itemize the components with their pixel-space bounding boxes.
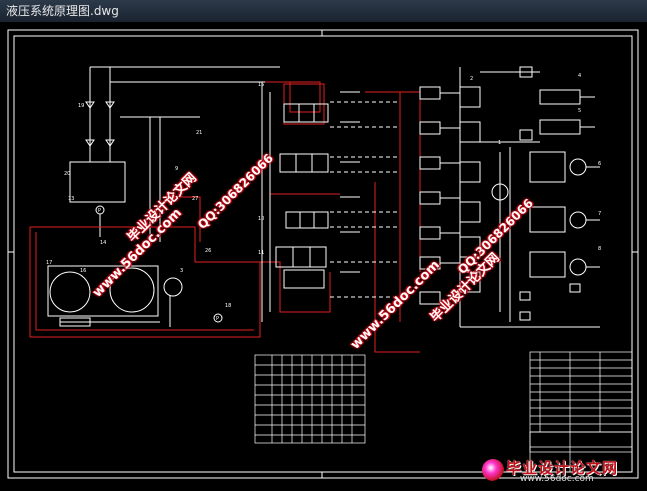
right-valve-bank [419,67,600,328]
motor-1 [569,158,587,176]
logo-swirl-icon [482,459,504,481]
hydraulic-schematic: 19 20 13 P 17 14 3 18 P 15 21 12 10 11 2… [7,29,639,479]
window-titlebar: 液压系统原理图.dwg [0,0,647,23]
pump-circle-2 [109,267,155,313]
label-11: 11 [258,250,264,256]
label-p2: P [216,316,219,322]
cylinder-1 [539,89,581,105]
label-6: 6 [598,161,601,167]
label-2: 2 [470,76,473,82]
logo-url: www.56doc.com [520,474,594,484]
drawing-canvas[interactable]: 19 20 13 P 17 14 3 18 P 15 21 12 10 11 2… [0,22,647,487]
inner-frame [13,35,633,473]
action-table [254,354,366,444]
pump-circle-3 [163,277,183,297]
motor-3 [569,258,587,276]
label-12: 12 [258,160,264,166]
label-18: 18 [225,303,231,309]
label-p1: P [98,208,101,214]
window-title: 液压系统原理图.dwg [6,4,119,18]
valve-column [275,103,329,289]
label-9: 9 [175,166,178,172]
cylinder-2 [539,119,581,135]
label-14: 14 [100,240,106,246]
label-10: 10 [258,216,264,222]
outer-frame [7,29,639,479]
label-27: 27 [192,196,198,202]
label-13: 13 [68,196,74,202]
label-19: 19 [78,103,84,109]
label-4: 4 [578,73,581,79]
label-16: 16 [80,268,86,274]
pump-circle-1 [49,271,91,313]
label-7: 7 [598,211,601,217]
label-15: 15 [258,82,264,88]
label-20: 20 [64,171,70,177]
motor-2 [569,211,587,229]
label-8: 8 [598,246,601,252]
label-26: 26 [205,248,211,254]
label-21: 21 [196,130,202,136]
label-17: 17 [46,260,52,266]
site-logo: 毕业设计论文网 www.56doc.com [478,457,643,485]
parts-list [529,351,633,473]
oil-tank [69,161,126,203]
label-1: 1 [498,140,501,146]
label-5: 5 [578,108,581,114]
logo-text: 毕业设计论文网 [506,459,619,477]
label-3: 3 [180,268,183,274]
